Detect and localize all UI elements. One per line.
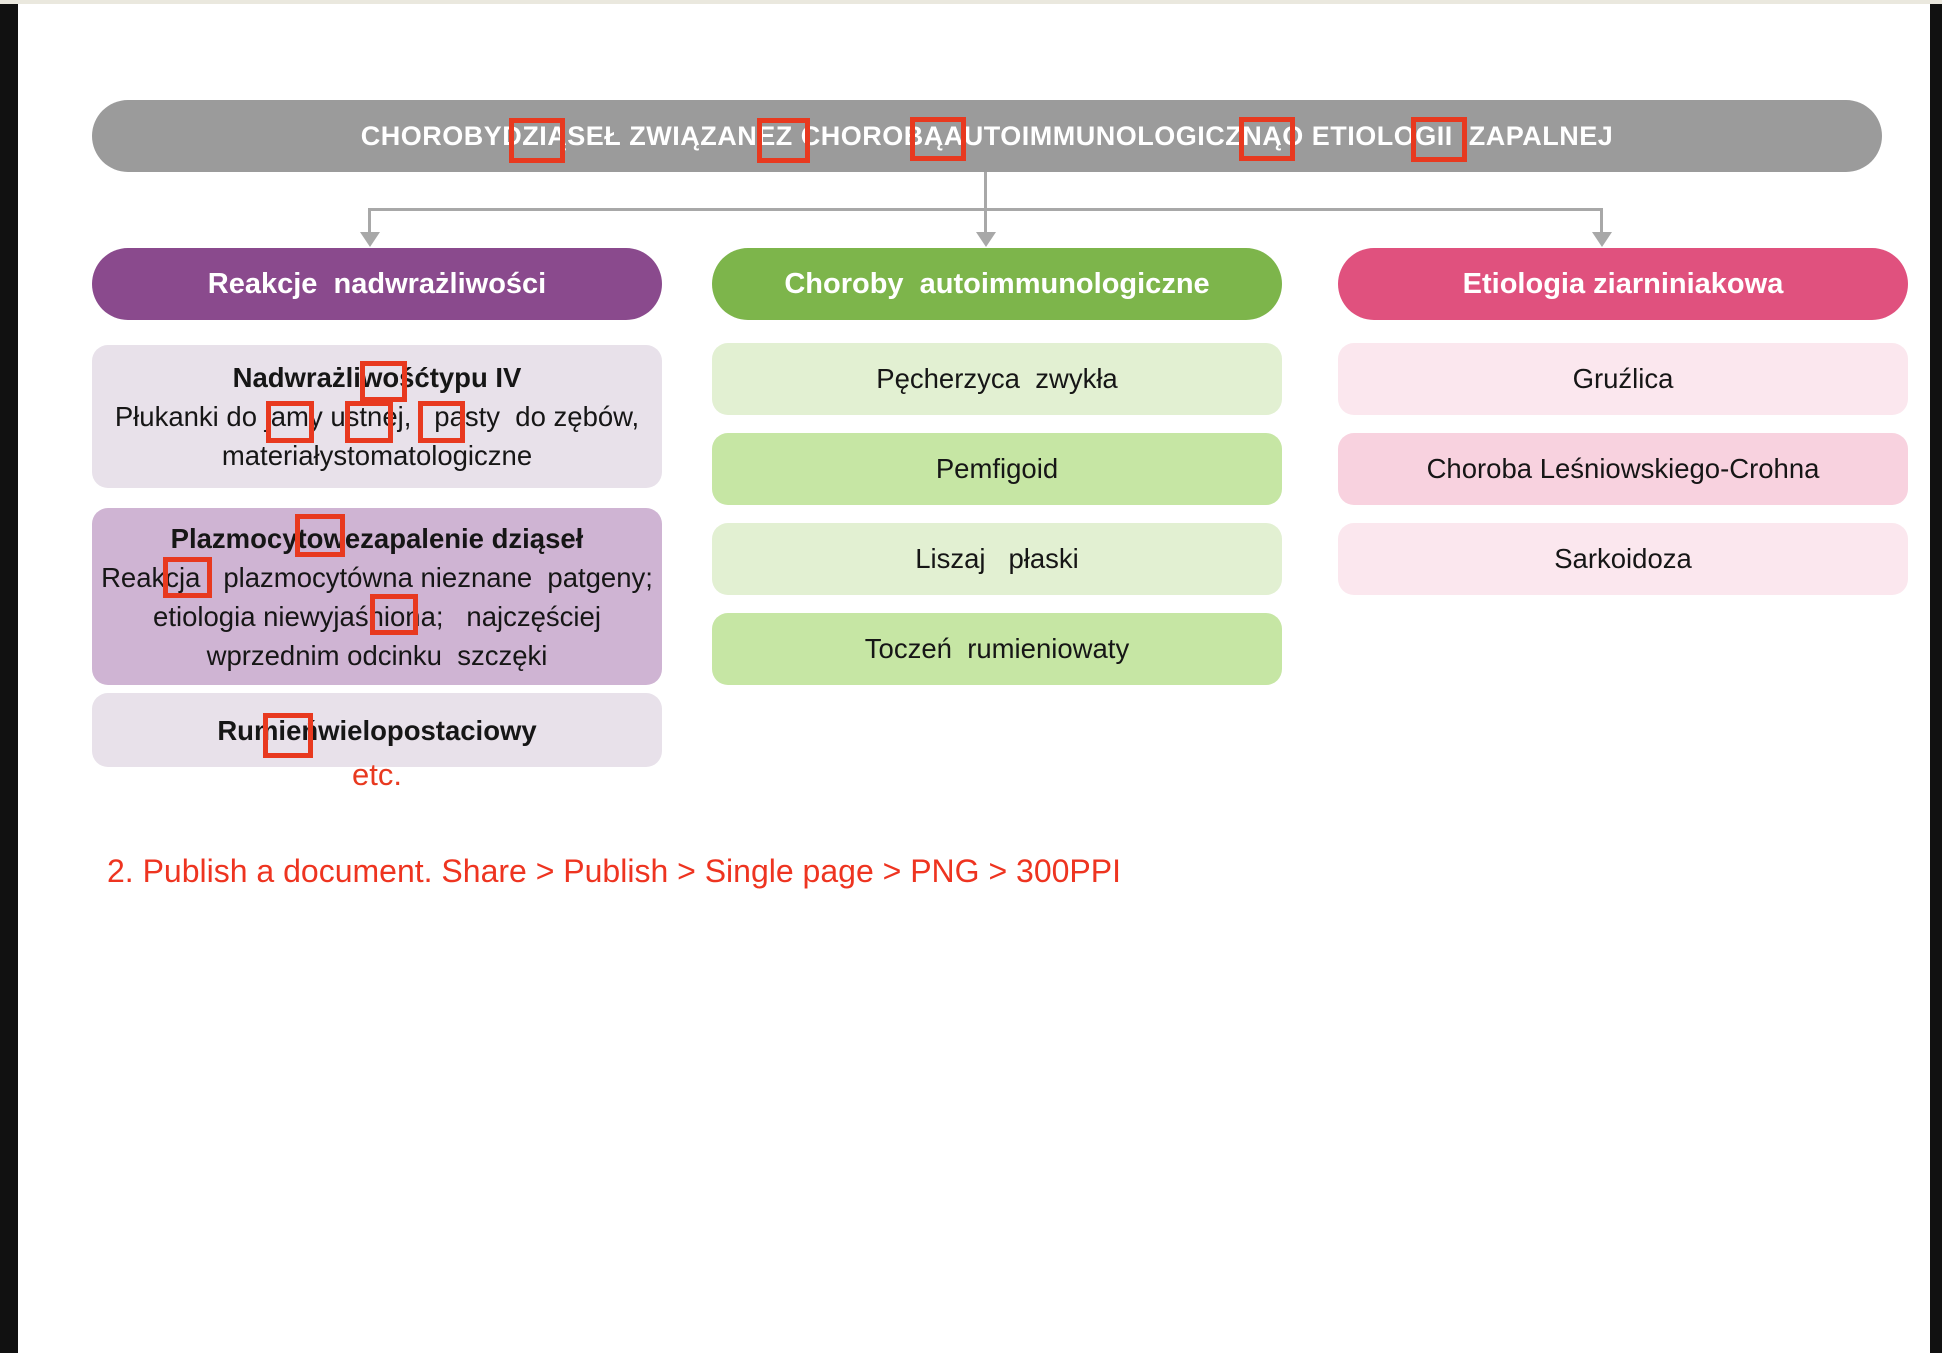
column-header-hypersensitivity: Reakcje nadwrażliwości [92,248,662,320]
item-lupus-erythematosus: Toczeń rumieniowaty [712,613,1282,685]
box-line: materiałystomatologiczne [221,440,533,471]
annotation-box [509,118,565,163]
annotation-box [266,401,314,443]
arrow-down-icon [976,232,996,247]
annotation-box [418,401,465,443]
left-black-bar [0,4,18,1353]
arrow-down-icon [1592,232,1612,247]
main-title-bar: CHOROBYDZIĄSEŁ ZWIĄZANEZ CHOROBĄAUTOIMMU… [92,100,1882,172]
item-pemphigus-vulgaris: Pęcherzyca zwykła [712,343,1282,415]
item-tuberculosis: Gruźlica [1338,343,1908,415]
box-title: Plazmocytowezapalenie dziąseł [170,522,584,554]
item-label: Liszaj płaski [915,543,1079,574]
top-edge-strip [0,0,1942,4]
right-black-bar [1930,4,1942,1353]
arrow-down-icon [360,232,380,247]
item-label: Pęcherzyca zwykła [876,363,1118,394]
column-header-autoimmune: Choroby autoimmunologiczne [712,248,1282,320]
item-label: Toczeń rumieniowaty [864,633,1130,664]
item-label: Choroba Leśniowskiego-Crohna [1426,453,1820,484]
annotation-box [910,117,966,161]
main-title-text: CHOROBYDZIĄSEŁ ZWIĄZANEZ CHOROBĄAUTOIMMU… [360,120,1614,151]
box-erythema-multiforme: Rumieńwielopostaciowy [92,693,662,767]
item-label: Pemfigoid [935,453,1059,484]
item-label: Sarkoidoza [1554,543,1692,574]
item-lichen-planus: Liszaj płaski [712,523,1282,595]
annotation-box [163,557,212,598]
annotation-box [370,594,418,635]
annotation-box [295,514,345,557]
annotation-box [360,361,407,402]
connector-stem-top [984,172,987,209]
annotation-box [263,713,313,758]
column-header-label: Reakcje nadwrażliwości [207,267,547,300]
box-line: Płukanki do jamy ustnej, pasty do zębów, [114,401,640,432]
annotation-box [1239,117,1295,161]
connector-stem-left [368,208,371,233]
connector-stem-right [1600,208,1603,233]
footer-instruction: 2. Publish a document. Share > Publish >… [107,853,1121,889]
connector-stem-center [984,208,987,233]
etc-note: etc. [352,757,402,792]
annotation-box [1411,117,1467,162]
annotation-box [345,401,393,443]
column-header-label: Etiologia ziarniniakowa [1462,267,1784,300]
item-sarcoidosis: Sarkoidoza [1338,523,1908,595]
box-type-iv-hypersensitivity: Nadwrażliwośćtypu IV Płukanki do jamy us… [92,345,662,488]
box-line: wprzednim odcinku szczęki [206,639,548,671]
annotation-box [757,118,810,163]
column-header-label: Choroby autoimmunologiczne [784,267,1210,300]
box-title: Rumieńwielopostaciowy [217,714,537,746]
column-header-granulomatous: Etiologia ziarniniakowa [1338,248,1908,320]
item-pemphigoid: Pemfigoid [712,433,1282,505]
box-line: Reakcja plazmocytówna nieznane patgeny; [101,561,653,593]
item-label: Gruźlica [1572,363,1674,394]
item-crohns-disease: Choroba Leśniowskiego-Crohna [1338,433,1908,505]
